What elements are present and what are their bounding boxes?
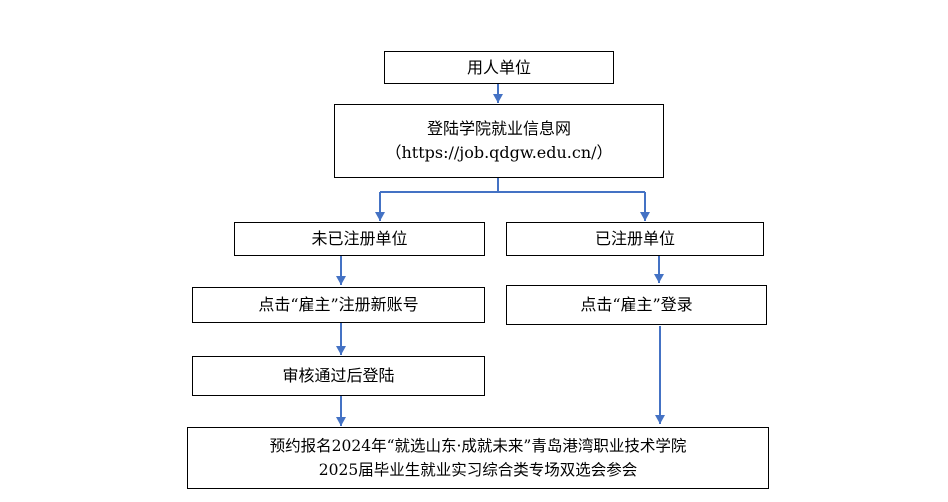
final-line2: 2025届毕业生就业实习综合类专场双选会参会 [318, 461, 638, 479]
employer-label: 用人单位 [466, 57, 531, 77]
click-register-label: 点击“雇主”注册新账号 [258, 295, 419, 314]
click-login-label: 点击“雇主”登录 [580, 295, 693, 314]
unregistered-box: 未已注册单位 [234, 222, 485, 256]
review-login-box: 审核通过后登陆 [192, 356, 485, 396]
login-site-url: （https://job.qdgw.edu.cn/） [385, 143, 613, 162]
registered-box: 已注册单位 [506, 222, 764, 256]
registered-label: 已注册单位 [594, 229, 675, 248]
unregistered-label: 未已注册单位 [311, 229, 408, 248]
final-box: 预约报名2024年“就选山东·成就未来”青岛港湾职业技术学院 2025届毕业生就… [187, 427, 769, 489]
click-login-box: 点击“雇主”登录 [506, 285, 767, 325]
click-register-box: 点击“雇主”注册新账号 [192, 287, 485, 323]
login-site-box: 登陆学院就业信息网 （https://job.qdgw.edu.cn/） [334, 104, 664, 178]
login-site-label: 登陆学院就业信息网 [426, 119, 571, 138]
employer-box: 用人单位 [384, 51, 614, 84]
review-login-label: 审核通过后登陆 [282, 366, 395, 385]
final-line1: 预约报名2024年“就选山东·成就未来”青岛港湾职业技术学院 [269, 437, 687, 455]
